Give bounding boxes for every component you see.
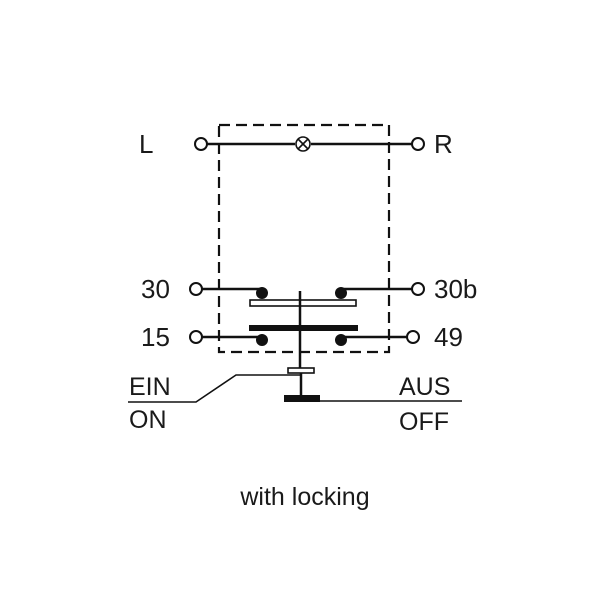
actuator-shaft xyxy=(284,291,320,402)
terminal-49 xyxy=(406,330,420,344)
terminal-label-15: 15 xyxy=(141,322,170,352)
state-label-aus: AUS xyxy=(399,373,450,401)
lamp-icon xyxy=(295,136,311,152)
open-contact-bridge xyxy=(249,299,357,307)
contact-dot xyxy=(256,334,268,346)
terminal-15 xyxy=(189,330,203,344)
terminal-label-30: 30 xyxy=(141,274,170,304)
closed-contact-bridge xyxy=(249,325,358,331)
terminal-l xyxy=(194,137,208,151)
contact-row-15-49 xyxy=(189,325,420,346)
switch-housing-outline xyxy=(217,123,391,354)
diagram-caption: with locking xyxy=(239,483,369,511)
on-leader-line xyxy=(128,374,300,403)
indicator-lamp-circuit xyxy=(194,136,425,152)
terminal-label-r: R xyxy=(434,129,453,159)
terminal-30 xyxy=(189,282,203,296)
terminal-label-l: L xyxy=(139,129,153,159)
state-label-ein: EIN xyxy=(129,373,171,401)
state-label-off: OFF xyxy=(399,408,449,436)
terminal-label-30b: 30b xyxy=(434,274,477,304)
terminal-label-49: 49 xyxy=(434,322,463,352)
contact-row-30-30b xyxy=(189,282,425,307)
terminal-r xyxy=(411,137,425,151)
locking-base xyxy=(284,395,320,402)
contact-dot xyxy=(256,287,268,299)
contact-dot xyxy=(335,287,347,299)
contact-dot xyxy=(335,334,347,346)
state-label-on: ON xyxy=(129,406,167,434)
terminal-30b xyxy=(411,282,425,296)
